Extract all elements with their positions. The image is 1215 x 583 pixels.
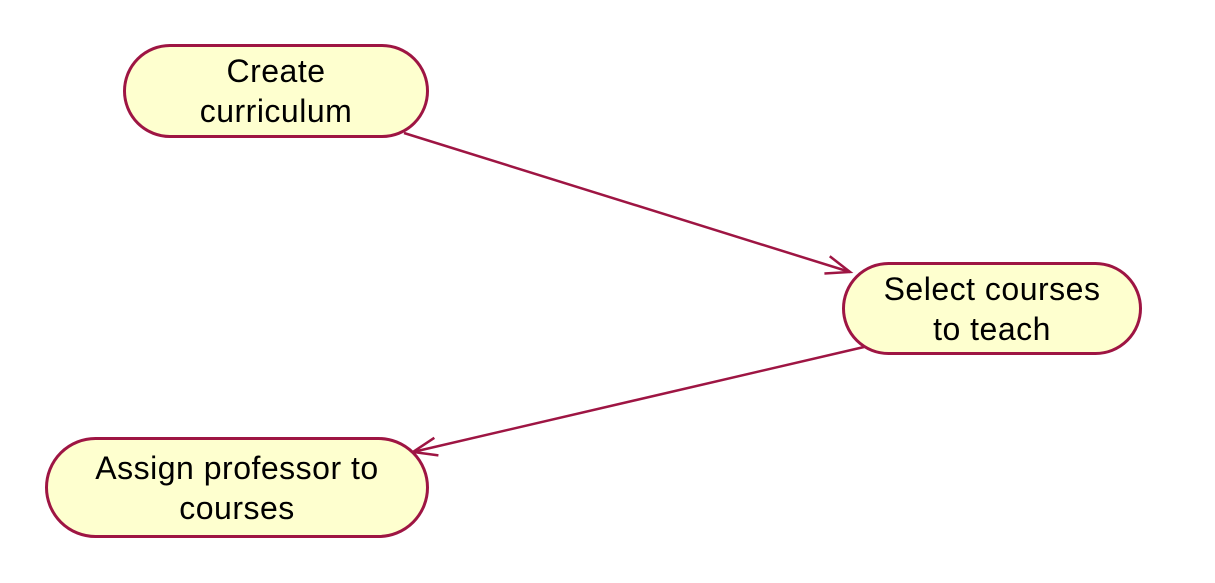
activity-node-create-curriculum: Create curriculum (123, 44, 429, 138)
activity-node-label: Create curriculum (199, 53, 353, 129)
activity-node-label: Assign professor to courses (95, 449, 379, 526)
edge-select-to-assign (409, 345, 865, 457)
activity-node-label: Select courses to teach (883, 270, 1101, 347)
activity-node-assign-professor-to-courses: Assign professor to courses (45, 437, 429, 538)
edge-create-to-select (403, 131, 854, 275)
activity-node-select-courses-to-teach: Select courses to teach (842, 262, 1142, 355)
